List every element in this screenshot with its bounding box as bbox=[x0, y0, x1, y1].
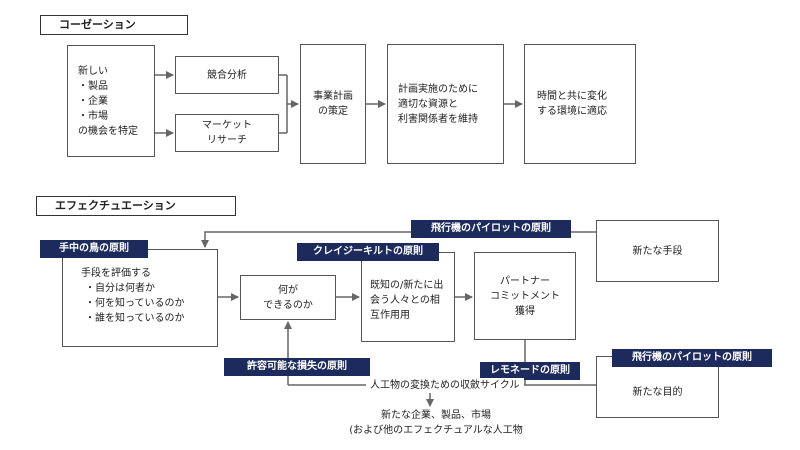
new-means-label: 新たな手段 bbox=[632, 245, 683, 257]
means-line-1: 手段を評価する bbox=[81, 268, 151, 279]
new-goal-label: 新たな目的 bbox=[632, 386, 683, 398]
evaluate-means-box: 手段を評価する ・自分は何者か ・何を知っているのか ・誰を知っているのか bbox=[62, 249, 218, 347]
opportunity-line-1: 新しい bbox=[78, 66, 108, 77]
crazy-quilt-tag: クレイジーキルトの原則 bbox=[297, 243, 439, 261]
partner-commitment-box: パートナー コミットメント 獲得 bbox=[474, 252, 576, 340]
pilot-principle-tag-top: 飛行機のパイロットの原則 bbox=[411, 220, 571, 238]
adapt-line-2: する環境に適応 bbox=[537, 106, 607, 117]
affordable-loss-tag: 許容可能な損失の原則 bbox=[224, 358, 370, 376]
causation-section-title: コーゼーション bbox=[40, 15, 188, 35]
plan-execution-line-3: 利害関係者を維持 bbox=[398, 113, 478, 125]
partner-line-3: 獲得 bbox=[515, 305, 535, 317]
means-line-3: ・何を知っているのか bbox=[85, 298, 185, 309]
interaction-line-2: 会う人々との相 bbox=[370, 294, 440, 306]
effectuation-section-title: エフェクチュエーション bbox=[36, 196, 236, 216]
interaction-line-1: 既知の/新たに出 bbox=[370, 279, 444, 291]
new-means-box: 新たな手段 bbox=[596, 220, 719, 282]
what-can-do-line-1: 何が bbox=[278, 284, 298, 296]
partner-line-2: コミットメント bbox=[490, 290, 560, 302]
outcome-line-1: 新たな企業、製品、市場 bbox=[381, 410, 491, 421]
lemonade-tag: レモネードの原則 bbox=[480, 362, 580, 380]
interaction-box: 既知の/新たに出 会う人々との相 互作用用 bbox=[361, 252, 455, 342]
business-plan-line-1: 事業計画 bbox=[313, 91, 353, 102]
market-research-box: マーケット リサーチ bbox=[175, 114, 279, 152]
opportunity-line-4: ・市場 bbox=[78, 111, 108, 122]
opportunity-line-5: の機会を特定 bbox=[78, 126, 138, 137]
interaction-line-3: 互作用用 bbox=[370, 309, 410, 321]
outcome-line-2: (および他のエフェクチュアルな人工物 bbox=[349, 425, 523, 436]
competitive-analysis-box: 競合分析 bbox=[175, 56, 279, 94]
means-line-4: ・誰を知っているのか bbox=[85, 313, 185, 324]
opportunity-line-3: ・企業 bbox=[78, 96, 108, 107]
plan-execution-line-1: 計画実施のために bbox=[398, 83, 478, 95]
opportunity-line-2: ・製品 bbox=[78, 81, 108, 92]
business-plan-box: 事業計画 の策定 bbox=[300, 44, 366, 164]
what-can-do-line-2: できるのか bbox=[263, 299, 313, 311]
convergence-cycle-label: 人工物の変換ための収斂サイクル bbox=[366, 378, 524, 393]
market-research-line-1: マーケット bbox=[202, 120, 252, 131]
competitive-analysis-label: 競合分析 bbox=[207, 69, 247, 81]
what-can-i-do-box: 何が できるのか bbox=[240, 275, 336, 320]
plan-execution-box: 計画実施のために 適切な資源と 利害関係者を維持 bbox=[387, 44, 504, 164]
partner-line-1: パートナー bbox=[500, 275, 550, 287]
pilot-principle-tag-bottom: 飛行機のパイロットの原則 bbox=[612, 349, 772, 367]
bird-in-hand-tag: 手中の鳥の原則 bbox=[40, 240, 148, 258]
means-line-2: ・自分は何者か bbox=[85, 283, 155, 294]
adapt-environment-box: 時間と共に変化 する環境に適応 bbox=[524, 44, 636, 164]
adapt-line-1: 時間と共に変化 bbox=[537, 91, 607, 102]
business-plan-line-2: の策定 bbox=[318, 106, 348, 117]
plan-execution-line-2: 適切な資源と bbox=[398, 98, 458, 110]
market-research-line-2: リサーチ bbox=[207, 135, 247, 146]
identify-opportunity-box: 新しい ・製品 ・企業 ・市場 の機会を特定 bbox=[67, 45, 155, 157]
outcome-label: 新たな企業、製品、市場 (および他のエフェクチュアルな人工物 bbox=[336, 408, 536, 438]
